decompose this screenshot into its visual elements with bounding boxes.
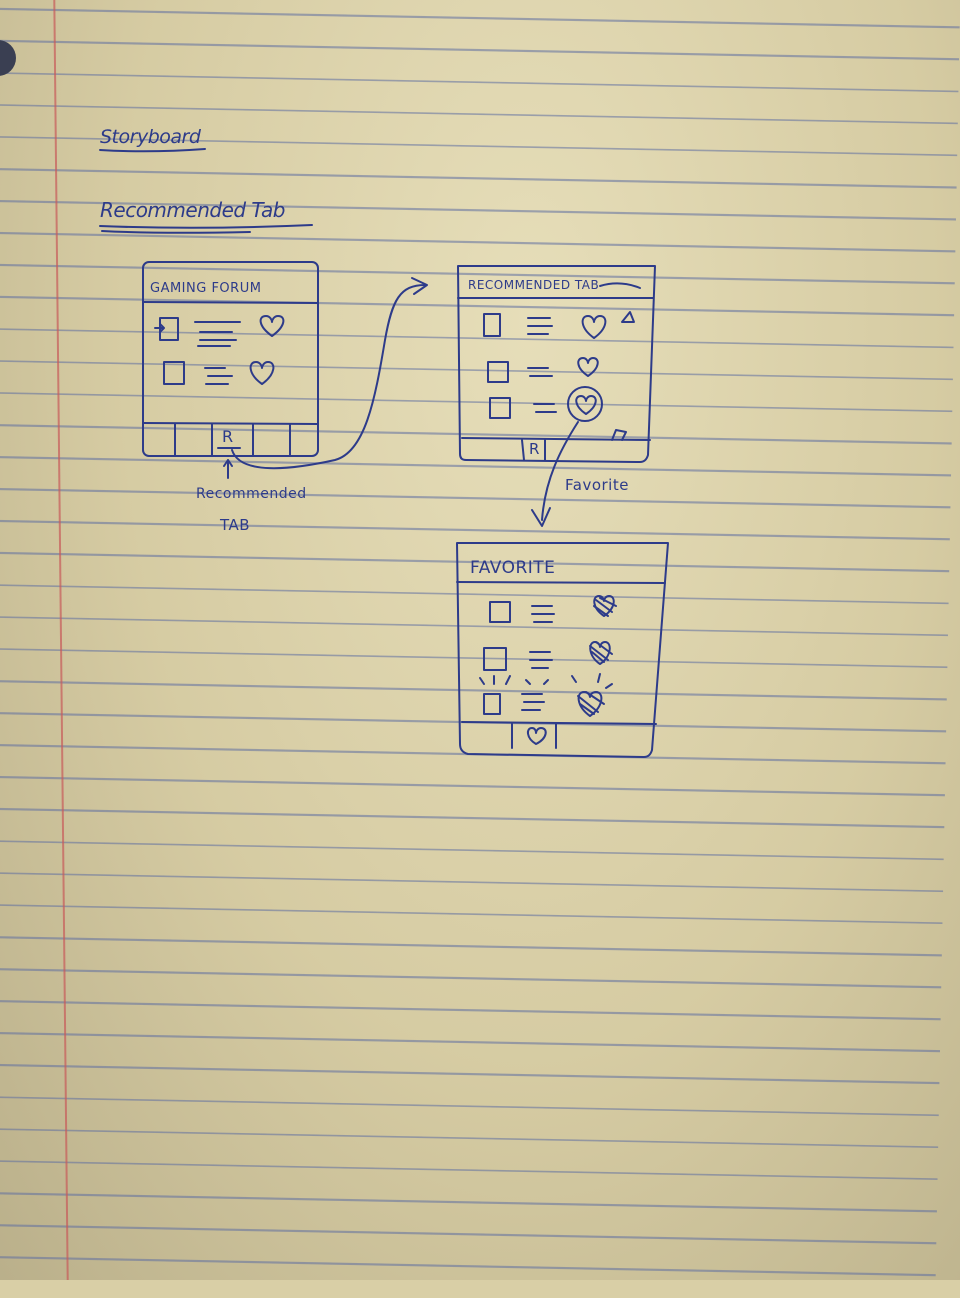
recommended-screen-header: RECOMMENDED TAB [468,278,600,292]
page-title: Storyboard [100,126,201,148]
heart-icon [259,315,285,337]
heart-icon [577,357,599,377]
pointer-arrow [223,459,233,479]
favorite-screen-sketch [456,542,669,758]
subtitle-underline [99,224,313,229]
heart-icon [249,361,275,385]
recommended-tab-label: R [529,440,540,458]
thumbnail-icon [483,313,501,337]
favorite-highlight-circle [567,386,603,422]
filled-heart-icon [589,641,611,665]
subtitle-underline-2 [101,230,251,234]
favorite-screen-header: FAVORITE [470,558,556,578]
home-screen-sketch [142,261,319,457]
annotation-recommended: Recommended [196,486,307,502]
filled-heart-icon [577,691,603,717]
annotation-favorite: Favorite [565,476,629,494]
tab-heart-icon [611,429,627,441]
tab-heart-icon [526,727,547,745]
thumbnail-icon [487,361,509,383]
scroll-indicator [621,311,635,323]
thumbnail-icon [163,361,185,385]
home-screen-header: GAMING FORUM [150,281,262,296]
home-recommended-tab-label: R [222,427,234,446]
page-subtitle: Recommended Tab [100,198,286,222]
arrowhead [411,277,428,295]
thumbnail-icon [489,601,511,623]
heart-icon [575,395,597,415]
thumbnail-icon [489,397,511,419]
thumbnail-icon [483,647,507,671]
arrowhead [531,507,551,527]
annotation-tab: TAB [220,516,251,534]
recommended-screen-sketch [457,265,656,463]
favorite-arrow [541,421,579,521]
thumbnail-icon [483,693,501,715]
title-underline [99,148,206,153]
heart-icon [581,315,607,339]
binder-hole [0,40,16,76]
navigation-arrow [231,284,426,470]
